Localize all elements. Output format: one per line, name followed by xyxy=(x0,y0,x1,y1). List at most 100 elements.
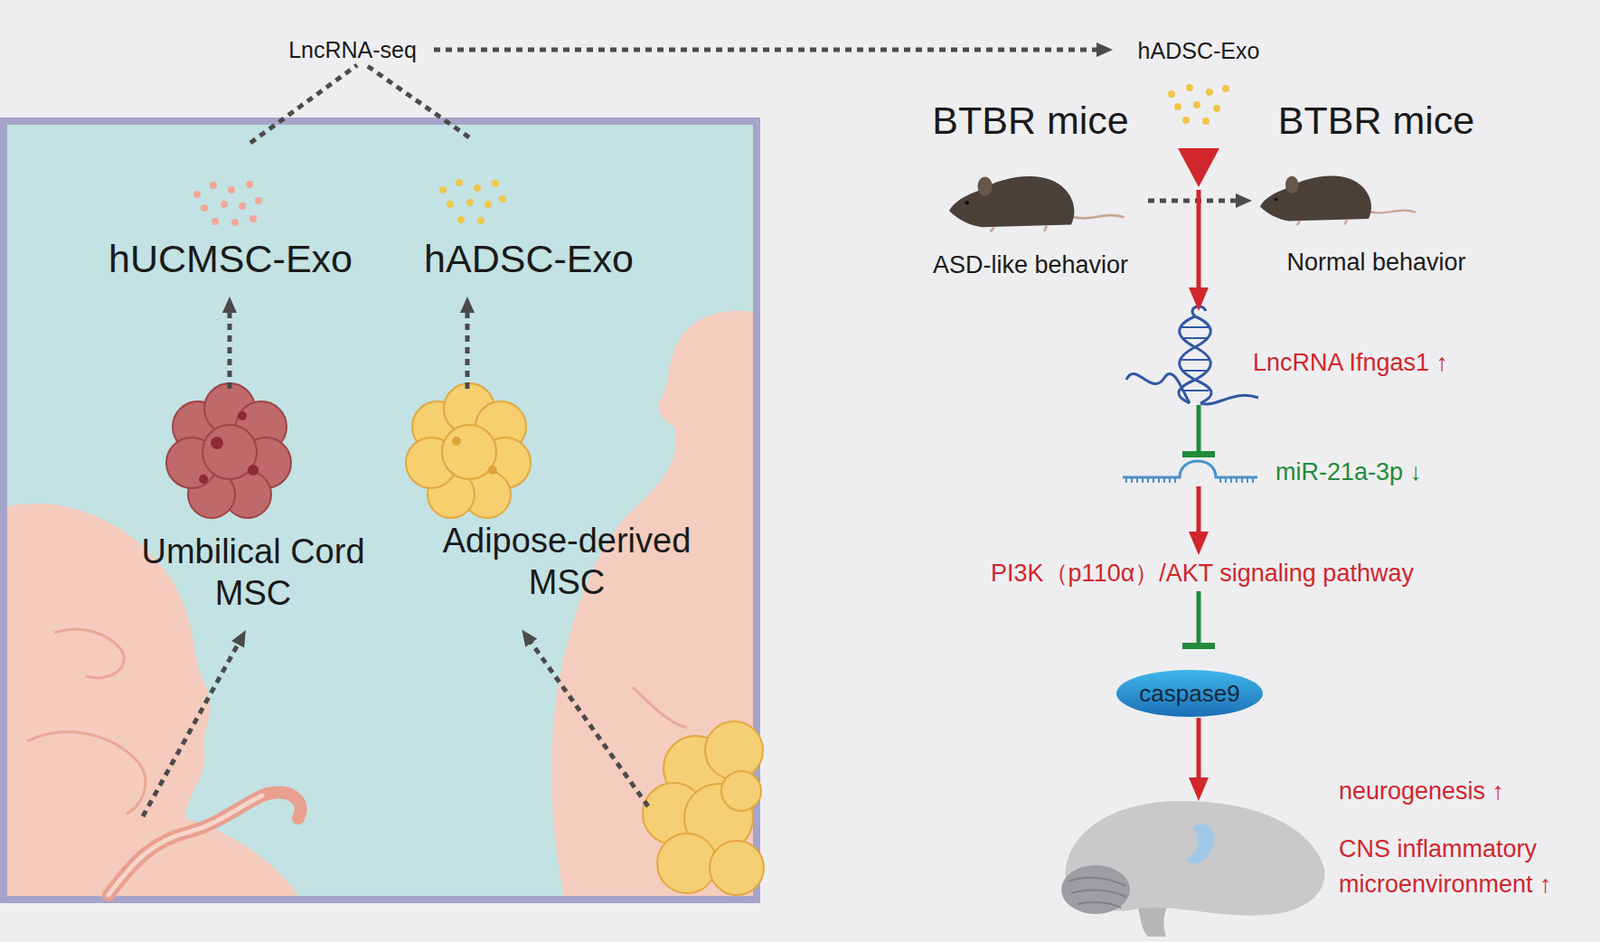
node-label: LncRNA Ifngas1 ↑ xyxy=(1252,348,1501,377)
mouse-icon-part xyxy=(1274,197,1279,201)
ellipse-shape xyxy=(1116,669,1263,717)
exosome-dots-part xyxy=(439,186,447,194)
treatment-label: hADSC-Exo xyxy=(1112,34,1285,190)
mouse-icon-part xyxy=(949,176,1074,227)
node-label: Umbilical Cord MSC xyxy=(117,530,389,614)
lncrna-node: LncRNA Ifngas1 ↑ xyxy=(1120,310,1501,405)
fetus-figure-part xyxy=(108,792,302,895)
umbilical-msc-cluster-part xyxy=(210,436,224,450)
mouse-icon-part xyxy=(990,225,1047,232)
cell-source: Adipose-derived MSC xyxy=(422,388,712,620)
mouse-group: BTBR miceASD-like behavior xyxy=(912,94,1149,285)
fat-tissue-part xyxy=(657,833,717,894)
arrow-connector xyxy=(1148,198,1245,204)
brain-illustration xyxy=(1061,800,1326,937)
exosome-dots-part xyxy=(1213,104,1221,113)
treatment-triangle xyxy=(1177,148,1220,188)
mirna-symbol-part xyxy=(1122,461,1258,478)
lncrna-symbol-part xyxy=(1180,327,1210,391)
exosome-dots-part xyxy=(1202,117,1210,125)
node-label: hUCMSC-Exo xyxy=(94,235,367,282)
node-label: miR-21a-3p ↓ xyxy=(1275,457,1470,487)
brain-illustration-part xyxy=(1137,903,1168,937)
exosome-dots-part xyxy=(484,200,492,208)
adult-figure-part xyxy=(551,310,753,896)
exosome-dots-part xyxy=(491,179,499,188)
brain-illustration-part xyxy=(1068,877,1127,908)
inhibition-connector xyxy=(1196,404,1202,458)
exosome-dots-part xyxy=(498,195,507,203)
fat-tissue xyxy=(642,721,764,895)
fat-tissue-part xyxy=(705,721,763,780)
brain-illustration-part xyxy=(1185,824,1215,864)
fat-tissue-part xyxy=(721,771,762,811)
mouse-icon-part xyxy=(978,176,993,197)
pathway-node: PI3K（p110α）/AKT signaling pathway xyxy=(940,555,1465,592)
arrow-connector xyxy=(1196,717,1202,792)
arrow-connector xyxy=(250,65,358,143)
method-label: LncRNA-seq xyxy=(271,34,434,66)
exosome-dots-part xyxy=(209,181,217,189)
mouse-icon-part xyxy=(1260,175,1372,221)
lncrna-symbol xyxy=(1126,306,1259,405)
exosome-dots-part xyxy=(446,200,454,208)
exosome-dots-part xyxy=(245,180,254,189)
exosome-dots-part xyxy=(1222,84,1230,93)
adult-figure xyxy=(551,310,753,896)
umbilical-msc-cluster xyxy=(166,383,292,518)
mouse-icon-part xyxy=(1368,210,1416,214)
exosome-label: hADSC-Exo xyxy=(397,137,660,297)
exosome-dots-part xyxy=(211,217,219,226)
mouse-icon-part xyxy=(965,200,970,206)
mouse-group: BTBR miceNormal behavior xyxy=(1251,94,1501,285)
node-label: hADSC-Exo xyxy=(1112,35,1285,66)
node-label: ASD-like behavior xyxy=(912,250,1149,280)
caspase-ellipse: caspase9 xyxy=(1115,668,1264,718)
node-label: CNS inflammatory microenvironment ↑ xyxy=(1338,831,1597,903)
exosome-dots-part xyxy=(466,198,474,207)
exosome-dots-part xyxy=(1193,101,1201,109)
exosome-dots-part xyxy=(254,197,263,205)
adipose-msc-cluster-part xyxy=(488,465,498,475)
exosome-dots-part xyxy=(1167,90,1176,98)
adipose-msc-cluster-part xyxy=(442,424,497,480)
brain-illustration-part xyxy=(1061,865,1130,914)
exosome-dots-part xyxy=(455,178,463,187)
mouse-icon-part xyxy=(1297,219,1347,226)
fat-tissue-part xyxy=(709,840,764,895)
fetus-figure-part xyxy=(27,732,146,814)
lncrna-symbol-part xyxy=(1192,306,1206,317)
exosome-label: hUCMSC-Exo xyxy=(94,142,367,297)
exosome-dots-part xyxy=(1185,84,1194,92)
exosome-dots-part xyxy=(473,184,481,192)
umbilical-msc-cluster-part xyxy=(198,474,208,484)
arrow-connector xyxy=(366,65,470,138)
arrow-connector xyxy=(1196,486,1202,546)
exosome-dots xyxy=(193,180,263,226)
mirna-symbol-part xyxy=(1126,477,1253,483)
exosome-dots-part xyxy=(1182,116,1190,124)
mirna-symbol xyxy=(1122,461,1258,483)
node-label: hADSC-Exo xyxy=(397,235,660,282)
adipose-msc-cluster-part xyxy=(451,436,462,446)
lncrna-symbol-part xyxy=(1200,395,1259,405)
inhibition-connector xyxy=(1196,591,1202,650)
exosome-dots-part xyxy=(457,216,465,224)
fetus-figure-part xyxy=(108,795,263,895)
exosome-dots-part xyxy=(477,216,485,225)
node-label: PI3K（p110α）/AKT signaling pathway xyxy=(940,558,1465,588)
umbilical-msc-cluster-part xyxy=(237,411,247,421)
source-arrow xyxy=(142,636,243,817)
umbilical-msc-cluster-part xyxy=(247,464,259,476)
mouse-icon xyxy=(949,176,1125,233)
exosome-dots-part xyxy=(231,218,239,226)
exosome-dots-part xyxy=(1205,88,1214,96)
exosome-dots-part xyxy=(249,215,257,223)
mouse-icon-part xyxy=(1071,215,1125,218)
mouse-icon xyxy=(1260,175,1416,226)
node-label: Normal behavior xyxy=(1251,247,1501,277)
mouse-icon-part xyxy=(1285,176,1299,194)
node-label: BTBR mice xyxy=(912,94,1149,146)
exosome-dots-part xyxy=(227,186,236,194)
exosome-dots xyxy=(1167,84,1230,125)
